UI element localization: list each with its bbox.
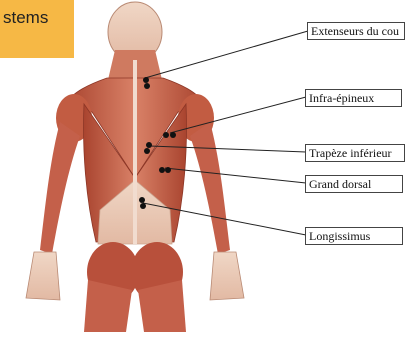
section-tag: stems <box>0 0 74 58</box>
marker-trapeze <box>146 142 152 148</box>
marker-extenseurs-2 <box>144 83 150 89</box>
leader-grand-dorsal <box>165 168 306 183</box>
label-longissimus: Longissimus <box>305 227 403 245</box>
label-infra-epineux: Infra-épineux <box>305 89 402 107</box>
leader-extenseurs <box>145 31 308 78</box>
left-hand <box>26 252 60 300</box>
marker-trapeze-2 <box>144 148 150 154</box>
right-hand <box>210 252 244 300</box>
label-trapeze-inferieur: Trapèze inférieur <box>305 144 405 162</box>
marker-longissimus <box>139 197 145 203</box>
marker-infra-2 <box>170 132 176 138</box>
marker-longissimus-2 <box>140 203 146 209</box>
right-arm <box>190 122 230 254</box>
marker-extenseurs <box>143 77 149 83</box>
left-arm <box>40 122 80 254</box>
label-extenseurs-du-cou: Extenseurs du cou <box>307 22 405 40</box>
label-grand-dorsal: Grand dorsal <box>305 175 403 193</box>
marker-infra <box>163 132 169 138</box>
marker-grand-dorsal-2 <box>165 167 171 173</box>
marker-grand-dorsal <box>159 167 165 173</box>
